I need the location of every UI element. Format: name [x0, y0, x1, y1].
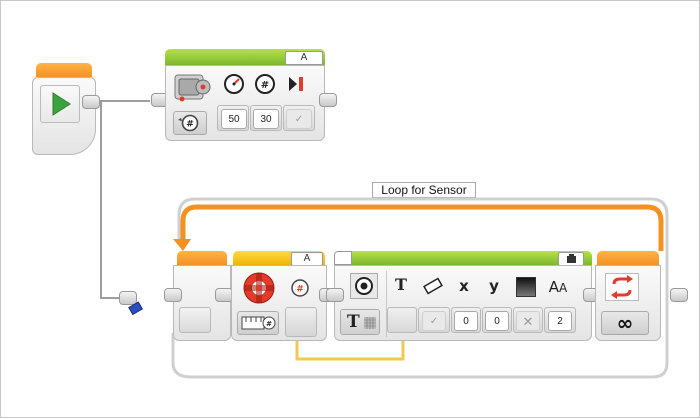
loop-start-header	[177, 251, 227, 265]
display-x-label: x	[459, 277, 469, 295]
start-block-header	[36, 63, 92, 77]
start-play-button[interactable]	[40, 85, 80, 123]
motor-mode-button[interactable]: #	[173, 111, 207, 135]
sequence-wire-h2	[100, 297, 128, 299]
display-color-value[interactable]: ✕	[516, 311, 540, 331]
loop-sequence-in-plug[interactable]	[119, 291, 137, 305]
compare-icon: #	[289, 277, 311, 299]
motor-sequence-out-plug[interactable]	[319, 93, 337, 107]
display-in-plug[interactable]	[326, 288, 344, 302]
loop-end-icon-box	[605, 273, 639, 301]
wire-clip-icon	[128, 301, 144, 316]
sensor-device-icon	[241, 271, 277, 305]
display-y-value[interactable]: 0	[485, 311, 509, 331]
loop-mode-button[interactable]: ∞	[601, 311, 649, 335]
display-clear-value[interactable]: ✓	[422, 311, 446, 331]
svg-text:#: #	[261, 80, 269, 91]
display-x-value[interactable]: 0	[454, 311, 478, 331]
svg-text:#: #	[296, 285, 304, 295]
display-brick-badge[interactable]	[558, 252, 584, 266]
display-y-label: y	[489, 277, 499, 295]
sensor-port-badge[interactable]: A	[291, 252, 323, 266]
motor-rotations-value[interactable]: 30	[253, 109, 279, 129]
brake-icon	[283, 73, 309, 95]
sensor-mode-button[interactable]: #	[237, 311, 279, 335]
display-font-value[interactable]: 2	[548, 311, 572, 331]
loop-start-segment	[173, 251, 231, 341]
loop-end-out-plug[interactable]	[670, 288, 688, 302]
display-block[interactable]: T T x y AA ✓ 0 0 ✕ 2	[334, 251, 592, 341]
color-swatch-icon	[516, 277, 536, 297]
sensor-output-slot[interactable]	[285, 307, 317, 337]
infinity-symbol: ∞	[616, 311, 634, 335]
sequence-wire-v	[100, 102, 102, 299]
rotations-count-icon: #	[252, 73, 278, 95]
start-block[interactable]	[32, 63, 100, 155]
font-size-label: AA	[548, 278, 568, 296]
svg-text:#: #	[186, 120, 194, 130]
loop-repeat-icon	[611, 275, 633, 299]
sequence-wire-h1	[96, 100, 150, 102]
grid-icon	[364, 317, 376, 329]
display-block-header	[334, 251, 592, 265]
loop-label-connector	[423, 198, 425, 200]
measure-degrees-icon: #	[241, 316, 276, 330]
svg-text:#: #	[266, 320, 272, 328]
sensor-block[interactable]: A # #	[231, 251, 327, 341]
motor-brake-value[interactable]: ✓	[286, 109, 312, 129]
power-icon	[221, 73, 247, 95]
display-text-cell	[387, 307, 417, 333]
display-text-param-label: T	[395, 275, 407, 294]
display-device-icon	[350, 273, 378, 299]
display-mode-text: T	[347, 312, 360, 332]
loop-end-segment[interactable]: ∞	[595, 251, 661, 341]
large-motor-block[interactable]: A # # 50	[151, 49, 337, 141]
motor-port-badge[interactable]: A	[285, 51, 323, 65]
motor-power-value[interactable]: 50	[221, 109, 247, 129]
display-header-left-cap	[334, 251, 352, 265]
loop-start-slot	[179, 307, 211, 333]
play-icon	[52, 92, 71, 116]
start-sequence-out-plug[interactable]	[82, 95, 100, 109]
motor-device-icon	[173, 71, 213, 105]
brick-icon	[567, 254, 576, 263]
loop-in-plug[interactable]	[164, 288, 182, 302]
display-param-divider	[386, 271, 387, 337]
loop-end-header	[597, 251, 659, 265]
loop-label: Loop for Sensor	[372, 182, 476, 198]
display-mode-button[interactable]: T	[340, 309, 380, 335]
eraser-icon	[420, 277, 446, 295]
rotations-icon: #	[178, 114, 199, 132]
